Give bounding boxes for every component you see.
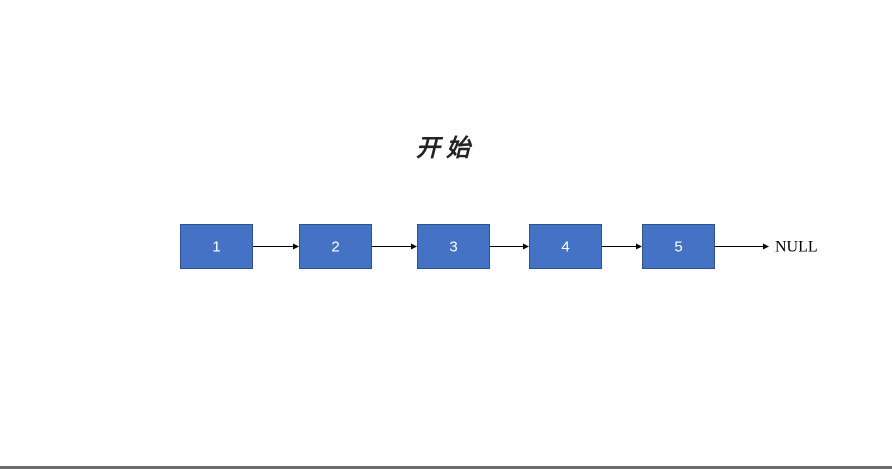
edge-1-2 [252, 243, 299, 250]
edge-2-3 [371, 243, 417, 250]
node-label-1: 1 [212, 239, 220, 256]
diagram-title: 开始 [416, 133, 476, 162]
bottom-divider [0, 466, 892, 469]
node-label-3: 3 [449, 239, 457, 256]
list-node-2: 2 [299, 224, 372, 269]
node-label-2: 2 [331, 239, 339, 256]
edge-3-4 [489, 243, 529, 250]
list-node-1: 1 [180, 224, 253, 269]
edge-4-5 [601, 243, 642, 250]
node-label-5: 5 [674, 239, 682, 256]
node-label-4: 4 [561, 239, 569, 256]
list-node-4: 4 [529, 224, 602, 269]
edge-5-null [714, 243, 769, 250]
list-node-5: 5 [642, 224, 715, 269]
list-node-3: 3 [417, 224, 490, 269]
null-terminator-label: NULL [775, 239, 818, 256]
